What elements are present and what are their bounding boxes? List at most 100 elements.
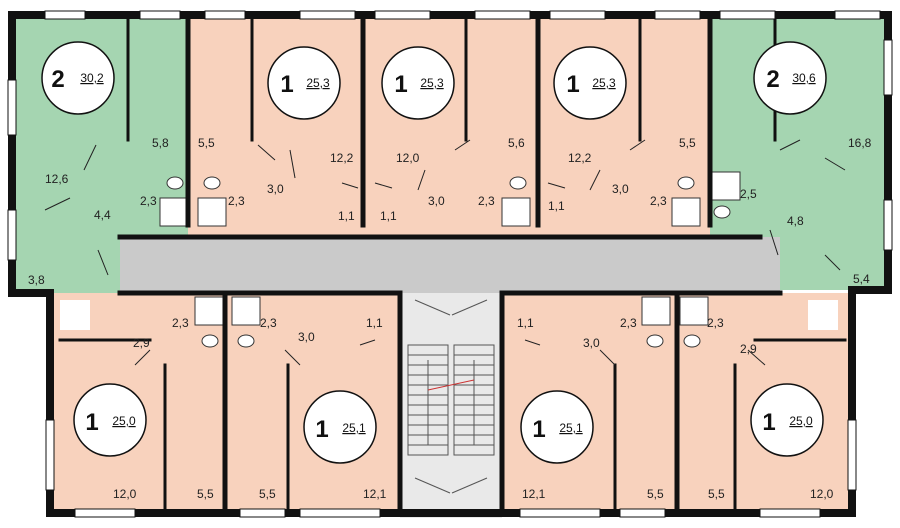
door-leaf	[599, 349, 616, 366]
door-leaf	[44, 197, 71, 211]
apartment-rooms: 1	[315, 416, 328, 443]
window	[7, 79, 17, 136]
bathtub-icon	[197, 197, 227, 227]
stair-door-leaf	[451, 299, 488, 316]
door-leaf	[824, 157, 846, 171]
room-area-label: 5,8	[152, 136, 169, 150]
door-leaf	[284, 349, 301, 366]
stair-door-leaf	[414, 477, 451, 494]
apartment-rooms: 2	[766, 66, 779, 93]
toilet-icon	[677, 176, 695, 190]
bathtub-icon	[501, 197, 531, 227]
window	[139, 10, 181, 20]
room-area-label: 16,8	[848, 136, 872, 150]
outer-wall-top	[8, 11, 892, 517]
door-leaf	[374, 182, 393, 189]
toilet-icon	[646, 334, 664, 348]
room-area-label: 3,0	[612, 182, 629, 196]
apartment-badge: 1 25,1	[520, 390, 594, 464]
room-area-label: 5,5	[198, 136, 215, 150]
toilet-icon	[166, 176, 184, 190]
door-leaf	[824, 254, 841, 271]
window	[619, 508, 666, 518]
toilet-icon	[203, 176, 221, 190]
door-leaf	[359, 339, 376, 346]
room-area-label: 3,0	[267, 182, 284, 196]
window	[74, 508, 136, 518]
room-area-label: 12,0	[113, 487, 137, 501]
window	[847, 419, 857, 491]
room-area-label: 12,2	[568, 151, 592, 165]
window	[45, 419, 55, 491]
apartment-badge: 1 25,3	[381, 46, 455, 120]
room-area-label: 12,1	[522, 487, 546, 501]
room-area-label: 2,9	[740, 342, 757, 356]
apartment-rooms: 1	[280, 71, 293, 98]
apartment-area: 25,3	[592, 76, 616, 90]
staircase	[407, 299, 495, 494]
window	[44, 10, 86, 20]
room-area-label: 2,3	[228, 194, 245, 208]
bathtub-icon	[671, 197, 701, 227]
room-area-label: 5,5	[679, 136, 696, 150]
apartment-rooms: 1	[566, 71, 579, 98]
window	[719, 10, 776, 20]
room-area-label: 2,3	[620, 316, 637, 330]
room-area-label: 2,3	[140, 194, 157, 208]
bathtub-icon	[641, 296, 671, 326]
toilet-icon	[683, 334, 701, 348]
room-area-label: 12,0	[810, 487, 834, 501]
bathtub-icon	[711, 171, 741, 201]
window	[374, 10, 431, 20]
apartment-rooms: 1	[85, 409, 98, 436]
apartment-rooms: 2	[51, 66, 64, 93]
door-leaf	[779, 139, 801, 151]
room-area-label: 1,1	[517, 316, 534, 330]
light-well-left	[60, 300, 90, 330]
room-area-label: 5,5	[708, 487, 725, 501]
stair-direction-arrow	[427, 379, 475, 391]
toilet-icon	[237, 334, 255, 348]
bathtub-icon	[194, 296, 224, 326]
room-area-label: 5,5	[259, 487, 276, 501]
bathtub-icon	[679, 296, 709, 326]
room-area-label: 3,0	[428, 194, 445, 208]
window	[299, 508, 381, 518]
door-leaf	[289, 149, 296, 179]
window	[299, 10, 356, 20]
window	[759, 508, 821, 518]
door-leaf	[589, 169, 601, 191]
room-area-label: 1,1	[366, 316, 383, 330]
toilet-icon	[201, 334, 219, 348]
room-area-label: 3,8	[28, 273, 45, 287]
apartment-badge: 2 30,2	[41, 41, 115, 115]
room-area-label: 2,3	[707, 316, 724, 330]
room-area-label: 4,8	[787, 214, 804, 228]
window	[883, 39, 893, 96]
apartment-badge: 1 25,0	[73, 383, 147, 457]
stair-door-leaf	[414, 299, 451, 316]
door-leaf	[83, 144, 97, 171]
door-leaf	[417, 169, 426, 191]
window	[883, 199, 893, 251]
bathtub-icon	[231, 296, 261, 326]
door-leaf	[547, 182, 566, 189]
toilet-icon	[713, 205, 731, 219]
stair-flight-left	[407, 344, 449, 456]
bathroom-fixtures	[159, 171, 741, 348]
window	[654, 10, 701, 20]
window	[239, 508, 286, 518]
room-area-label: 2,3	[650, 194, 667, 208]
apartment-area: 25,3	[420, 76, 444, 90]
apartment-area: 25,1	[342, 421, 366, 435]
door-leaf	[257, 144, 276, 161]
room-area-label: 5,6	[508, 136, 525, 150]
room-labels: 12,6 5,8 4,4 2,3 3,8 5,5 3,0 2,3 12,2 1,…	[28, 136, 872, 501]
apartment-area: 25,3	[306, 76, 330, 90]
door-swings	[44, 139, 846, 366]
room-area-label: 2,3	[260, 316, 277, 330]
window	[519, 508, 601, 518]
room-area-label: 5,5	[647, 487, 664, 501]
door-leaf	[97, 249, 109, 276]
